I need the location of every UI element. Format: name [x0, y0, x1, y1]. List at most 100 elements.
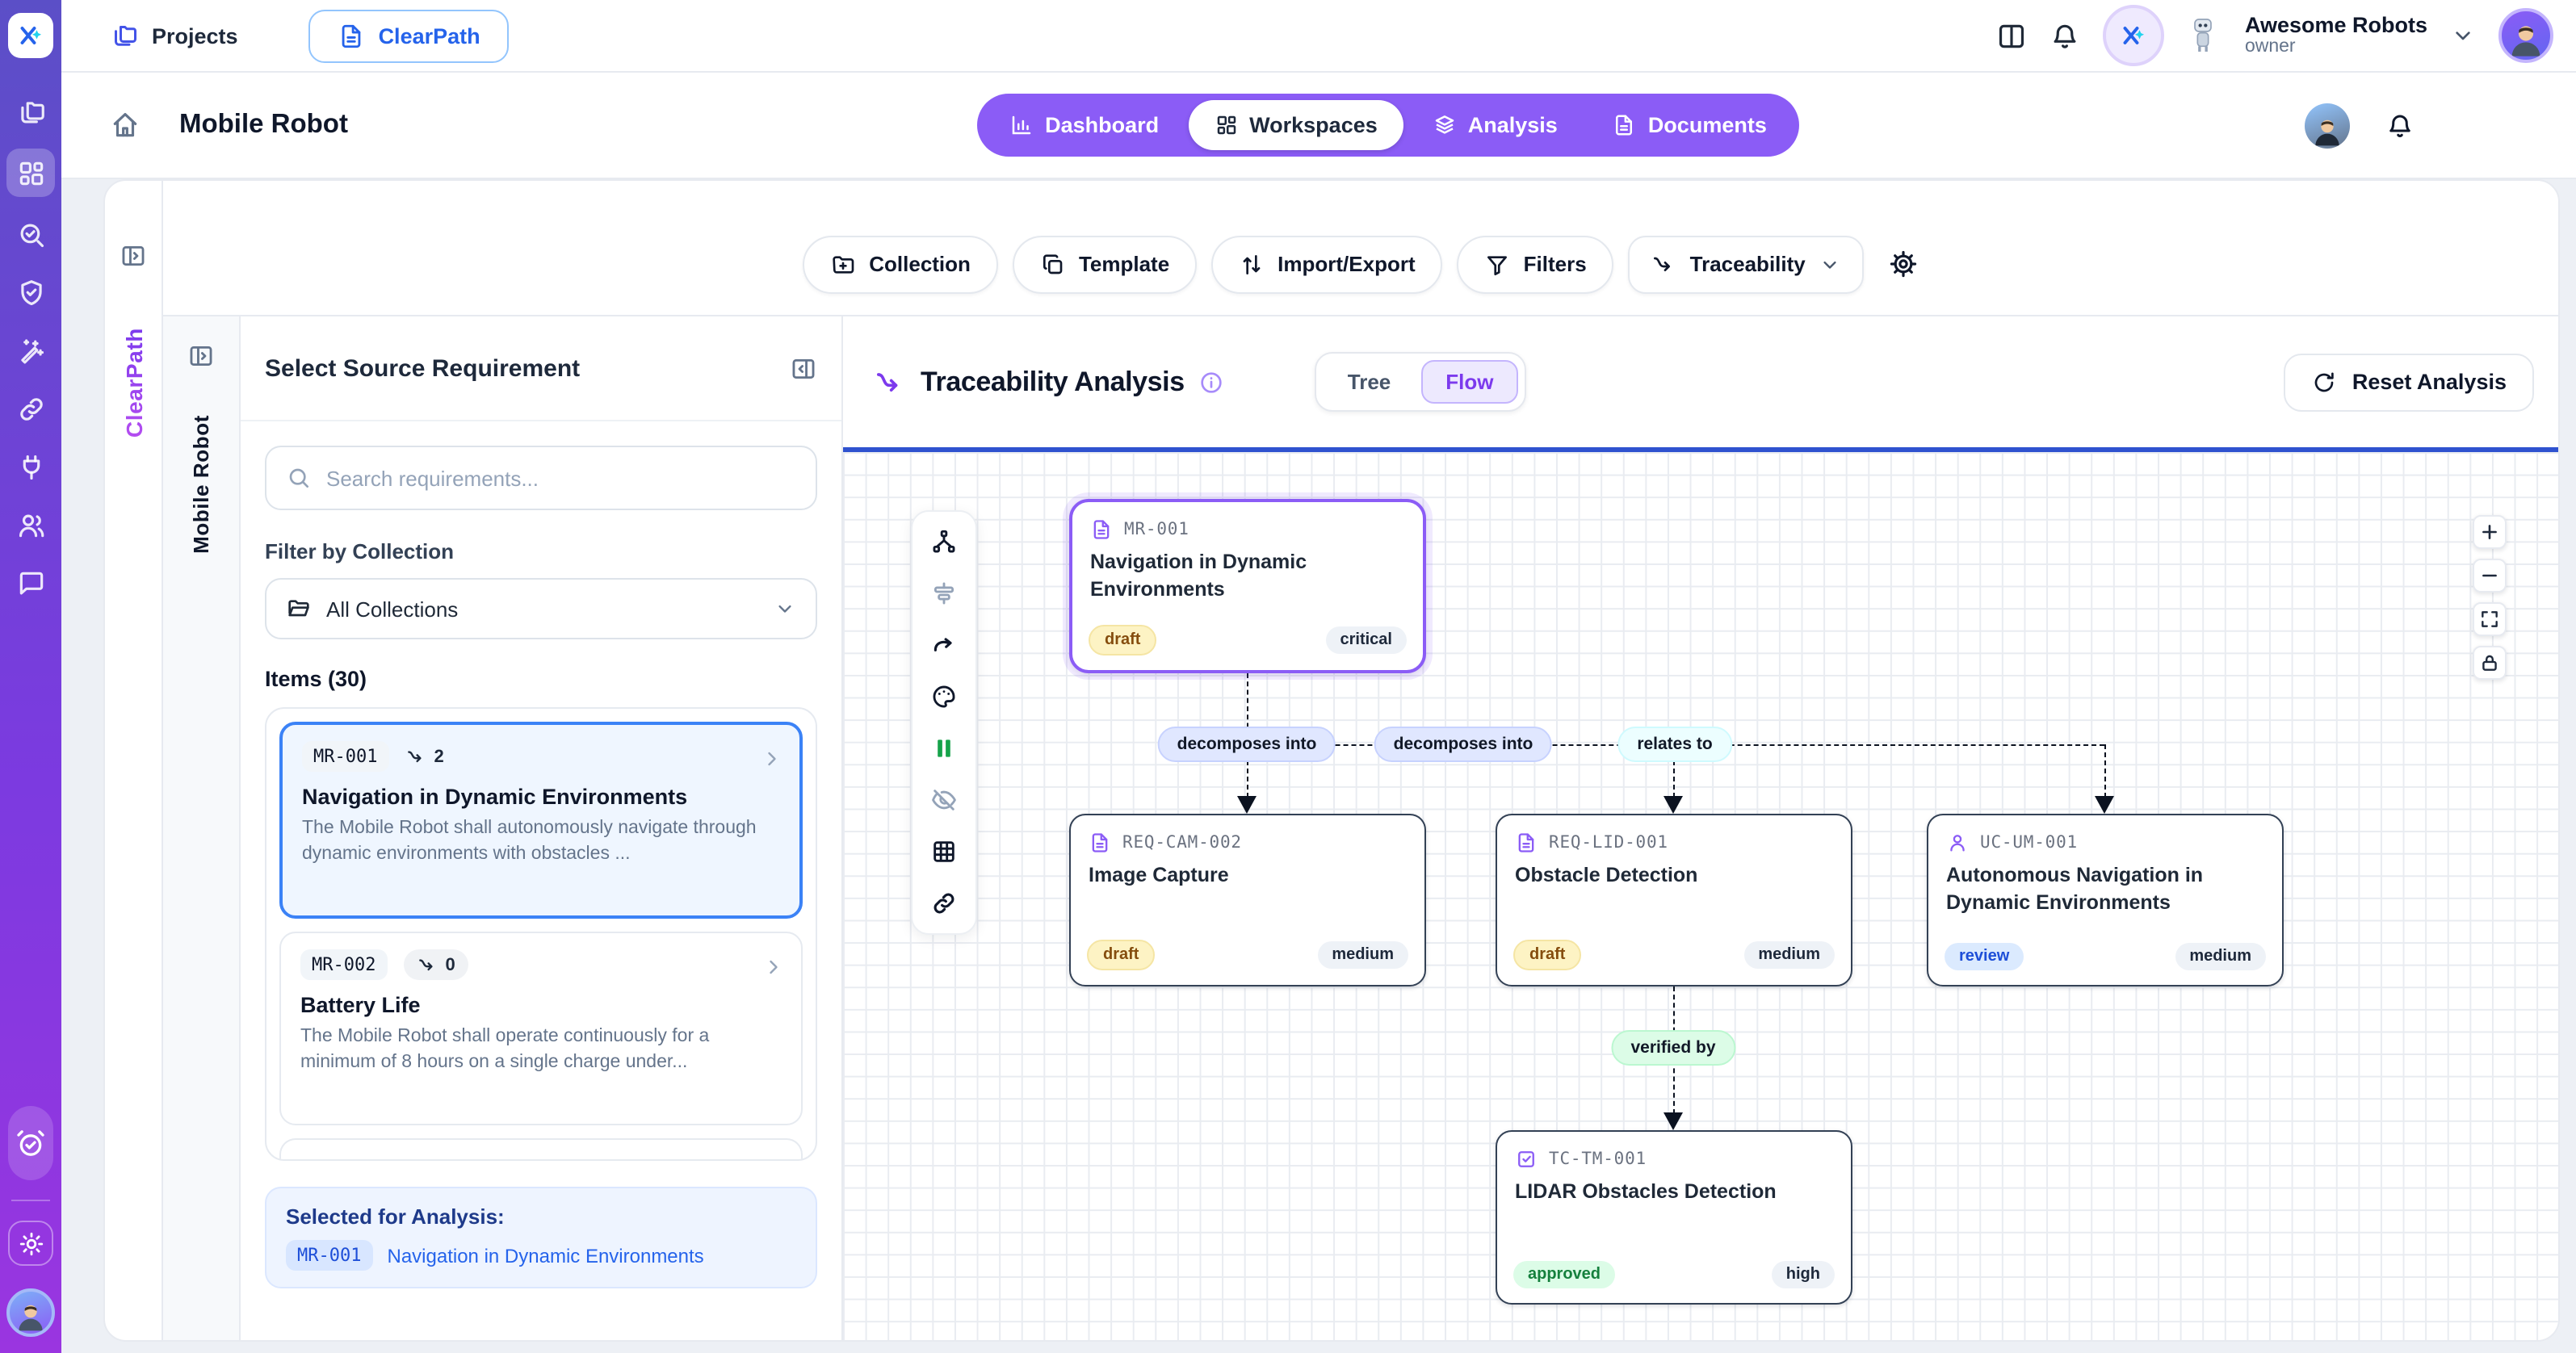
- priority-badge: medium: [2175, 943, 2266, 970]
- clearpath-vertical-label[interactable]: ClearPath: [120, 328, 146, 438]
- palette-icon[interactable]: [930, 683, 958, 710]
- alarm-check-icon[interactable]: [8, 1106, 53, 1180]
- notifications-bell-icon[interactable]: [2385, 111, 2414, 140]
- trace-squiggle-icon: [418, 959, 433, 971]
- copy-icon: [1043, 253, 1063, 274]
- toggle-flow[interactable]: Flow: [1421, 360, 1518, 404]
- tab-documents[interactable]: Documents: [1587, 100, 1793, 150]
- requirement-title: Navigation in Dynamic Environments: [302, 785, 688, 809]
- tab-analysis[interactable]: Analysis: [1407, 100, 1584, 150]
- pause-icon[interactable]: [930, 735, 958, 762]
- funnel-icon: [1487, 255, 1508, 275]
- member-avatar[interactable]: [2305, 103, 2350, 148]
- filters-button[interactable]: Filters: [1457, 235, 1614, 293]
- chevron-down-icon[interactable]: [2450, 23, 2476, 48]
- requirement-item-mr-001[interactable]: MR-001 2: [279, 722, 803, 919]
- arrows-up-down-icon: [1243, 254, 1261, 274]
- lock-icon[interactable]: [2473, 646, 2507, 680]
- auto-layout-hierarchy-icon[interactable]: [930, 528, 958, 555]
- plug-icon[interactable]: [10, 446, 52, 488]
- requirement-item-partial[interactable]: [279, 1138, 803, 1159]
- trace-squiggle-icon: [1654, 256, 1671, 270]
- settings-gear-icon[interactable]: [1888, 249, 1919, 279]
- priority-badge: medium: [1317, 941, 1408, 969]
- workspaces-icon[interactable]: [6, 149, 55, 197]
- status-badge: review: [1945, 943, 2024, 970]
- projects-button[interactable]: Projects: [110, 21, 238, 50]
- layers-icon: [1435, 115, 1454, 134]
- template-button[interactable]: Template: [1012, 235, 1198, 293]
- items-count-label: Items (30): [265, 667, 367, 691]
- source-requirement-panel: Select Source Requirement Fil: [241, 316, 843, 1340]
- project-switcher-button[interactable]: ClearPath: [308, 9, 510, 62]
- canvas-controls: [2473, 515, 2507, 680]
- users-icon[interactable]: [10, 504, 52, 546]
- flow-node-req-cam-002[interactable]: REQ-CAM-002 Image Capture draft medium: [1069, 814, 1426, 986]
- grid-icon[interactable]: [930, 838, 958, 865]
- eye-off-icon[interactable]: [930, 786, 958, 814]
- link-icon[interactable]: [10, 387, 52, 429]
- shield-check-icon[interactable]: [10, 271, 52, 313]
- rail-footer: [6, 1106, 55, 1353]
- source-panel-title: Select Source Requirement: [265, 354, 581, 382]
- panel-expand-icon[interactable]: [187, 342, 215, 370]
- fit-view-icon[interactable]: [2473, 602, 2507, 636]
- link-icon[interactable]: [930, 890, 958, 917]
- person-silhouette-icon: [2511, 26, 2540, 57]
- requirement-item-mr-002[interactable]: MR-002 0: [279, 932, 803, 1125]
- reset-analysis-button[interactable]: Reset Analysis: [2284, 353, 2534, 411]
- collection-button[interactable]: Collection: [803, 235, 998, 293]
- project-header: Mobile Robot Dashboard Workspaces Analys…: [61, 73, 2576, 179]
- traceability-analysis-section: Traceability Analysis Tree Flow Reset An: [843, 316, 2558, 1340]
- folders-icon[interactable]: [10, 90, 52, 132]
- topbar: Projects ClearPath: [61, 0, 2576, 73]
- chevron-right-icon: [762, 956, 785, 978]
- arrowhead-icon: [1663, 1112, 1683, 1130]
- collection-filter-value: All Collections: [326, 597, 459, 621]
- theme-sun-icon[interactable]: [8, 1221, 53, 1266]
- curved-arrow-icon[interactable]: [930, 631, 958, 659]
- tab-dashboard[interactable]: Dashboard: [984, 100, 1185, 150]
- mobile-robot-vertical-label[interactable]: Mobile Robot: [189, 415, 213, 554]
- flow-node-uc-um-001[interactable]: UC-UM-001 Autonomous Navigation in Dynam…: [1927, 814, 2284, 986]
- clearpath-vertical-tab: ClearPath: [105, 181, 163, 1340]
- tab-workspaces[interactable]: Workspaces: [1188, 100, 1403, 150]
- priority-badge: medium: [1743, 941, 1835, 969]
- search-input[interactable]: [326, 466, 796, 490]
- arrowhead-icon: [2095, 796, 2114, 814]
- zoom-out-icon[interactable]: [2473, 559, 2507, 593]
- panel-columns-icon[interactable]: [1996, 20, 2027, 51]
- ai-assistant-button[interactable]: [2102, 5, 2164, 66]
- zoom-in-icon[interactable]: [2473, 515, 2507, 549]
- toggle-tree[interactable]: Tree: [1347, 370, 1391, 394]
- home-icon[interactable]: [110, 110, 141, 140]
- tab-label: Documents: [1647, 113, 1767, 137]
- org-block[interactable]: Awesome Robots owner: [2245, 12, 2427, 58]
- search-check-icon[interactable]: [10, 213, 52, 255]
- panel-collapse-icon[interactable]: [790, 354, 817, 382]
- chat-icon[interactable]: [10, 562, 52, 604]
- projects-label: Projects: [152, 23, 238, 48]
- align-horizontal-icon[interactable]: [930, 580, 958, 607]
- priority-badge: critical: [1325, 626, 1407, 654]
- flow-node-mr-001[interactable]: MR-001 Navigation in Dynamic Environment…: [1069, 499, 1426, 673]
- collection-filter-select[interactable]: All Collections: [265, 578, 817, 639]
- rail-user-avatar[interactable]: [6, 1288, 55, 1337]
- node-title: Navigation in Dynamic Environments: [1090, 551, 1307, 600]
- info-icon[interactable]: [1199, 369, 1225, 395]
- requirement-id-badge: MR-001: [302, 741, 389, 772]
- requirement-id-badge: MR-002: [300, 949, 388, 980]
- filters-label: Filters: [1523, 252, 1587, 276]
- import-export-button[interactable]: Import/Export: [1211, 235, 1443, 293]
- flow-canvas[interactable]: decomposes into decomposes into relates …: [843, 452, 2558, 1340]
- panel-expand-icon[interactable]: [120, 242, 147, 270]
- user-avatar[interactable]: [2498, 8, 2553, 63]
- magic-wand-icon[interactable]: [10, 329, 52, 371]
- view-mode-select[interactable]: Traceability: [1628, 235, 1864, 293]
- flow-node-req-lid-001[interactable]: REQ-LID-001 Obstacle Detection draft med…: [1496, 814, 1852, 986]
- notifications-bell-icon[interactable]: [2049, 20, 2080, 51]
- robot-mascot-image: [2194, 19, 2212, 52]
- app-logo[interactable]: [8, 13, 53, 58]
- flow-node-tc-tm-001[interactable]: TC-TM-001 LIDAR Obstacles Detection appr…: [1496, 1130, 1852, 1305]
- requirements-search[interactable]: [265, 446, 817, 510]
